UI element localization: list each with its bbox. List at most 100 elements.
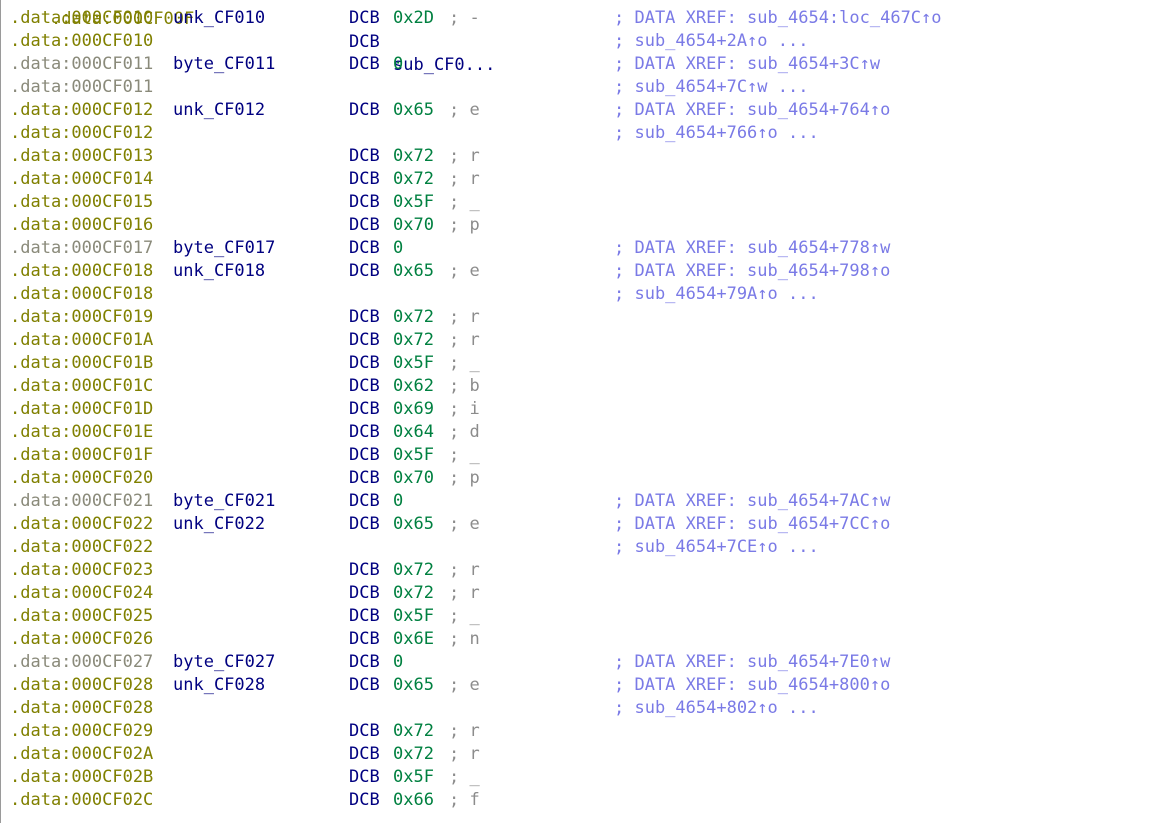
line-address: .data:000CF021: [10, 491, 154, 511]
line-mnemonic: DCB: [349, 583, 380, 603]
line-xref-comment: ; DATA XREF: sub_4654:loc_467C↑o: [614, 8, 942, 28]
line-comment: ; r: [449, 560, 480, 580]
line-label[interactable]: byte_CF011: [173, 54, 276, 74]
line-label[interactable]: unk_CF012: [173, 100, 266, 120]
line-label[interactable]: unk_CF018: [173, 261, 266, 281]
line-address: .data:000CF026: [10, 629, 154, 649]
line-address: .data:000CF017: [10, 238, 154, 258]
line-address: .data:000CF01A: [10, 330, 154, 350]
line-comment: ; i: [449, 399, 480, 419]
line-xref-comment: ; sub_4654+79A↑o ...: [614, 284, 819, 304]
listing-line[interactable]: .data:000CF028 ; sub_4654+802↑o ...: [1, 697, 1163, 720]
line-label[interactable]: unk_CF022: [173, 514, 266, 534]
line-label[interactable]: byte_CF017: [173, 238, 276, 258]
line-mnemonic: DCB: [349, 261, 380, 281]
line-operand: 0x70: [393, 468, 434, 488]
line-operand: 0x6E: [393, 629, 434, 649]
line-address: .data:000CF019: [10, 307, 154, 327]
line-operand: 0x72: [393, 583, 434, 603]
line-address: .data:000CF00F: [50, 9, 195, 29]
line-address: .data:000CF014: [10, 169, 154, 189]
line-comment: ; e: [449, 514, 480, 534]
line-operand: 0x65: [393, 675, 434, 695]
line-comment: ; -: [449, 8, 480, 28]
line-operand: 0x72: [393, 146, 434, 166]
listing-line[interactable]: .data:000CF025 DCB 0x5F ; _: [1, 605, 1163, 628]
listing-line[interactable]: .data:000CF012; sub_4654+766↑o ...: [1, 122, 1163, 145]
line-comment: ; _: [449, 606, 480, 626]
line-comment: ; e: [449, 100, 480, 120]
line-operand: 0x62: [393, 376, 434, 396]
line-address: .data:000CF028: [10, 698, 154, 718]
line-comment: ; b: [449, 376, 480, 396]
listing-line[interactable]: .data:000CF022; sub_4654+7CE↑o ...: [1, 536, 1163, 559]
line-operand: 0x72: [393, 330, 434, 350]
line-mnemonic: DCB: [349, 32, 380, 52]
line-mnemonic: DCB: [349, 514, 380, 534]
line-label[interactable]: byte_CF021: [173, 491, 276, 511]
line-mnemonic: DCB: [349, 560, 380, 580]
line-address: .data:000CF01B: [10, 353, 154, 373]
line-mnemonic: DCB: [349, 744, 380, 764]
line-xref-comment: ; sub_4654+2A↑o ...: [614, 31, 809, 51]
line-operand: 0x5F: [393, 606, 434, 626]
line-mnemonic: DCB: [349, 330, 380, 350]
line-operand: 0x66: [393, 790, 434, 810]
line-mnemonic: DCB: [349, 192, 380, 212]
line-label[interactable]: unk_CF010: [173, 8, 266, 28]
line-mnemonic: DCB: [349, 606, 380, 626]
line-operand: 0x64: [393, 422, 434, 442]
line-xref-comment: ; DATA XREF: sub_4654+3C↑w: [614, 54, 881, 74]
line-address: .data:000CF011: [10, 54, 154, 74]
line-address: .data:000CF02B: [10, 767, 154, 787]
line-mnemonic: DCB: [349, 100, 380, 120]
line-mnemonic: DCB: [349, 376, 380, 396]
line-comment: ; r: [449, 583, 480, 603]
line-mnemonic: DCB: [349, 399, 380, 419]
line-address: .data:000CF012: [10, 123, 154, 143]
listing-line[interactable]: .data:000CF010; sub_4654+2A↑o ...: [1, 30, 1163, 53]
listing-line[interactable]: .data:000CF018; sub_4654+79A↑o ...: [1, 283, 1163, 306]
line-label[interactable]: unk_CF028: [173, 675, 266, 695]
line-comment: ; r: [449, 146, 480, 166]
line-xref-comment: ; sub_4654+802↑o ...: [614, 698, 819, 718]
line-operand: 0: [393, 652, 404, 672]
line-mnemonic: DCB: [349, 721, 380, 741]
line-comment: ; d: [449, 422, 480, 442]
line-address: .data:000CF025: [10, 606, 154, 626]
line-operand: 0x2D: [393, 8, 434, 28]
line-mnemonic: DCB: [349, 8, 380, 28]
line-operand: 0x5F: [393, 445, 434, 465]
listing-line[interactable]: .data:000CF011; sub_4654+7C↑w ...: [1, 76, 1163, 99]
line-label[interactable]: byte_CF027: [173, 652, 276, 672]
